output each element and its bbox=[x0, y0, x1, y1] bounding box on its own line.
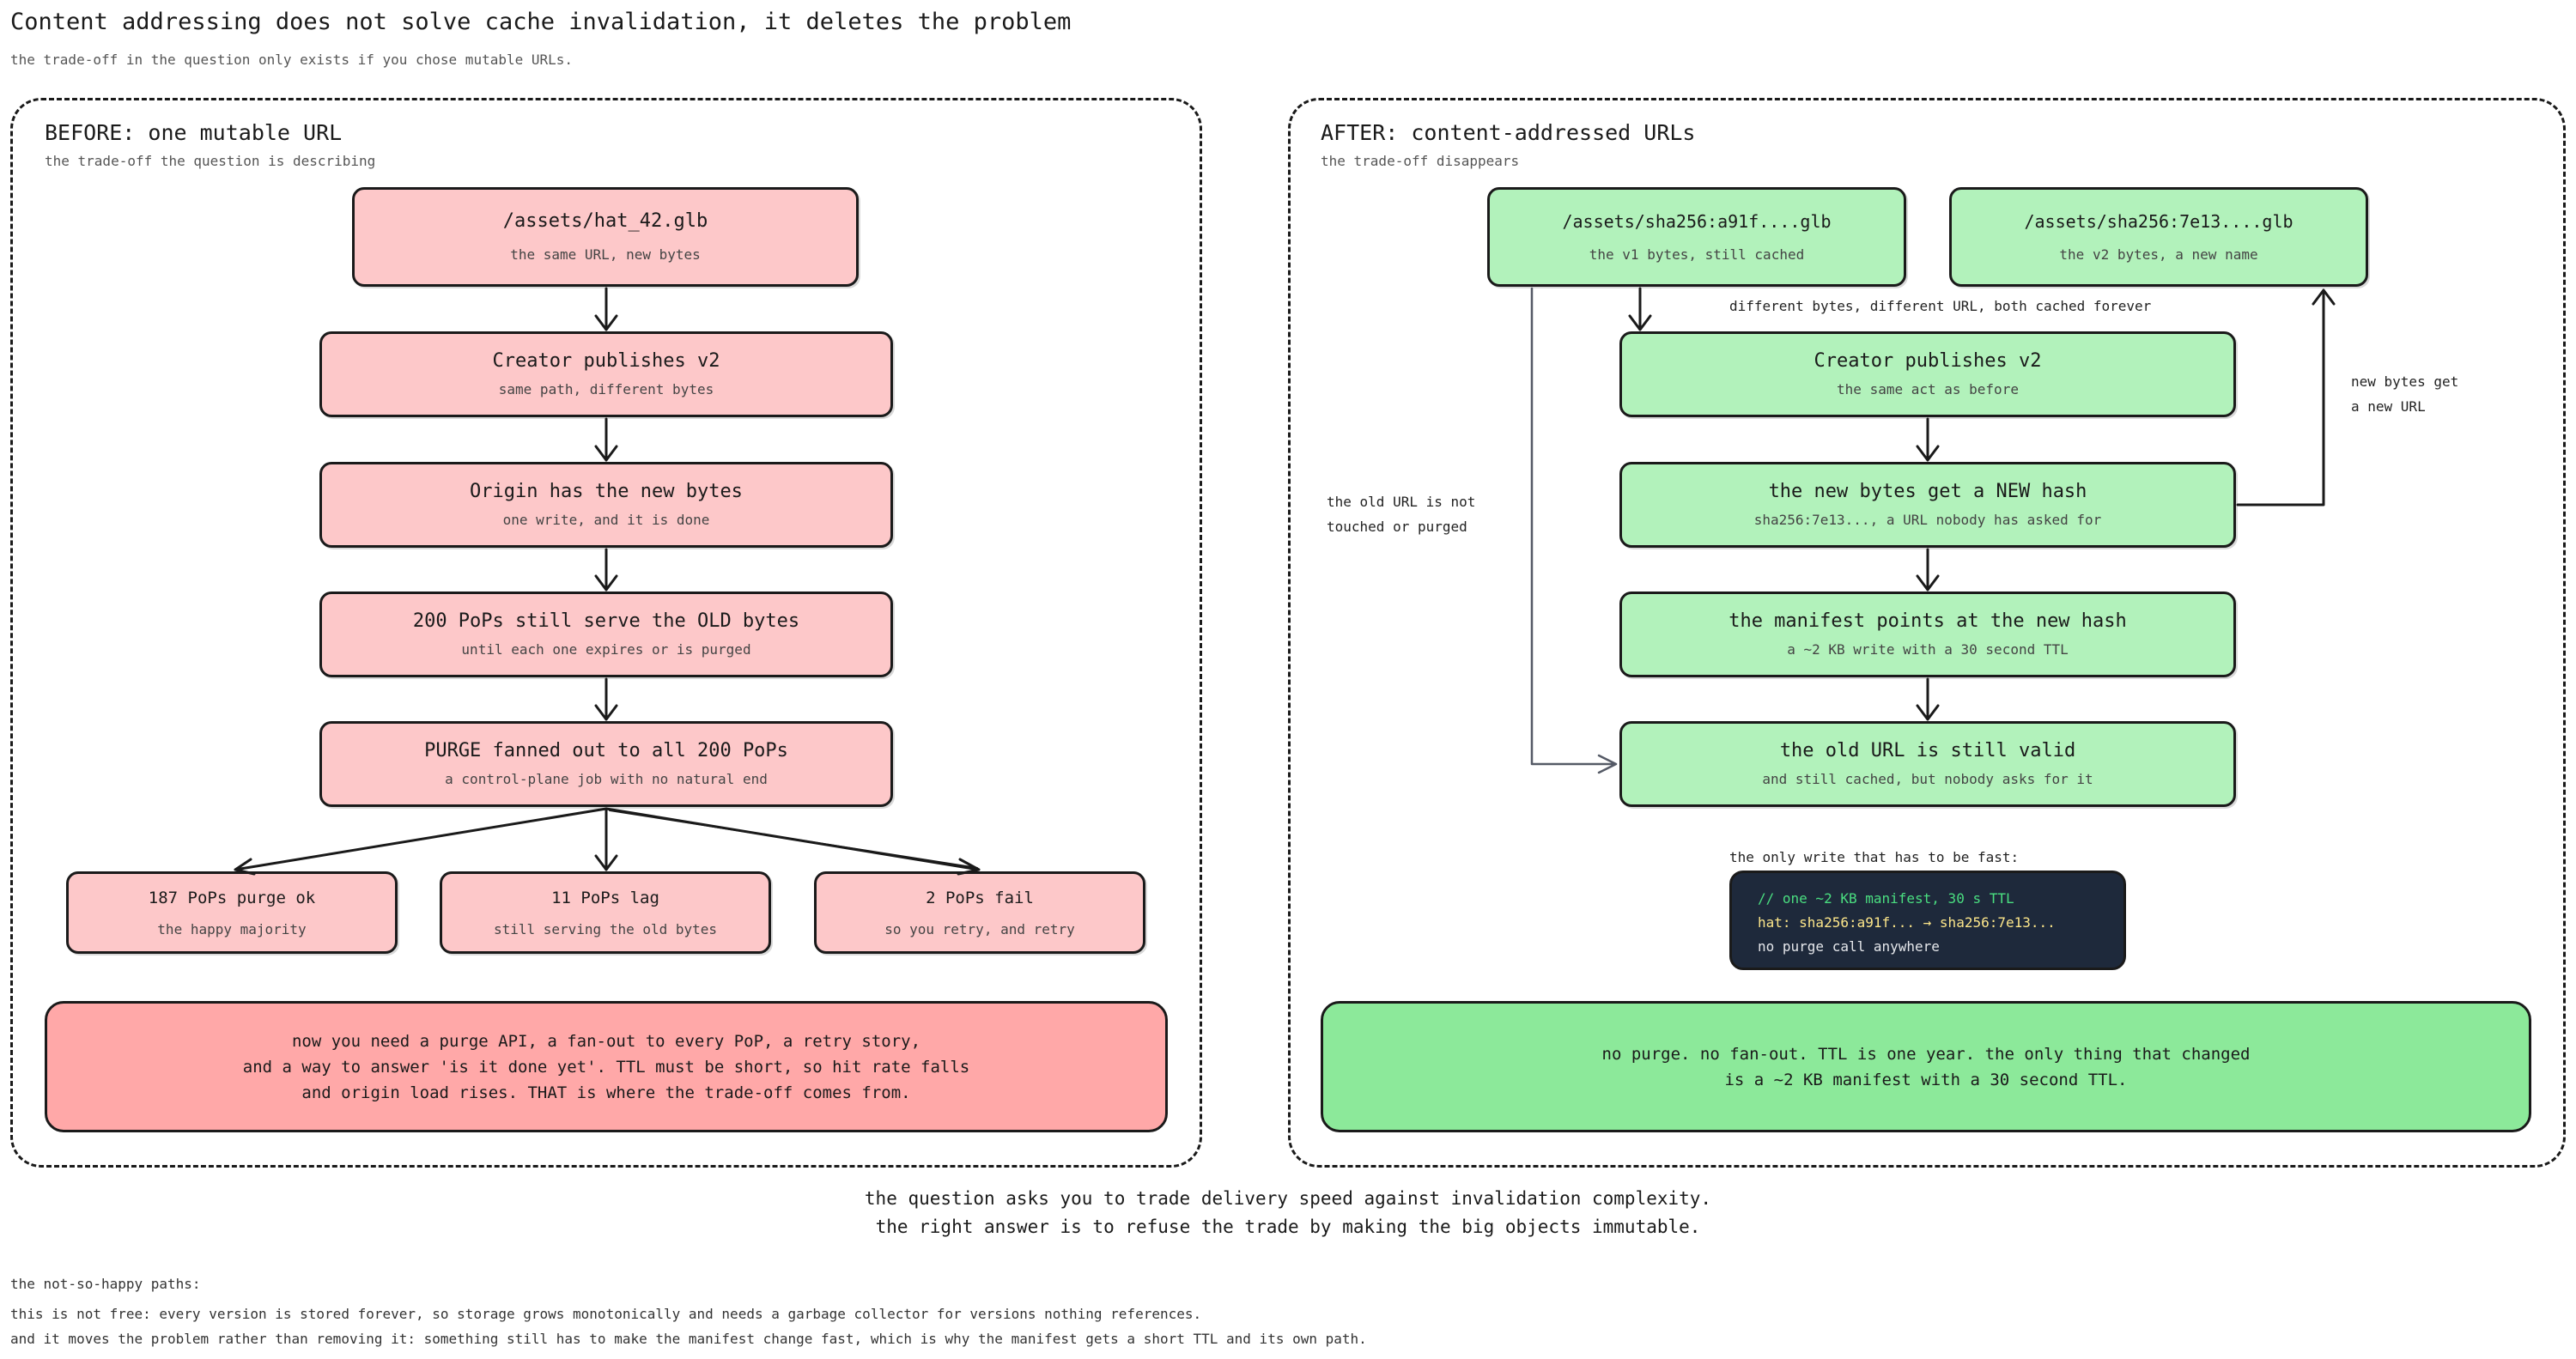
page-subtitle: the trade-off in the question only exist… bbox=[10, 52, 574, 68]
before-outcome-sub: so you retry, and retry bbox=[884, 921, 1075, 937]
before-step-origin: Origin has the new bytes one write, and … bbox=[319, 462, 893, 548]
after-step-sub: a ~2 KB write with a 30 second TTL bbox=[1787, 641, 2069, 658]
after-url-v1-sub: the v1 bytes, still cached bbox=[1589, 246, 1805, 263]
arrow-after-hash-to-v2 bbox=[2236, 288, 2336, 507]
after-url-v1-box: /assets/sha256:a91f....glb the v1 bytes,… bbox=[1487, 187, 1906, 287]
bottom-summary: the question asks you to trade delivery … bbox=[864, 1188, 1712, 1237]
after-url-note: different bytes, different URL, both cac… bbox=[1729, 298, 2152, 314]
manifest-code-block: // one ~2 KB manifest, 30 s TTL hat: sha… bbox=[1729, 871, 2126, 970]
code-text-line: no purge call anywhere bbox=[1758, 938, 1940, 955]
after-step-title: the new bytes get a NEW hash bbox=[1768, 481, 2087, 502]
after-url-v2-title: /assets/sha256:7e13....glb bbox=[2024, 211, 2293, 232]
before-panel-title: BEFORE: one mutable URL bbox=[45, 120, 343, 145]
before-step-title: Origin has the new bytes bbox=[470, 481, 743, 502]
before-step-sub: a control-plane job with no natural end bbox=[445, 771, 768, 787]
after-code-label: the only write that has to be fast: bbox=[1729, 849, 2020, 865]
arrow-before-publish-to-origin bbox=[594, 417, 618, 462]
arrow-before-purge-to-lag bbox=[594, 807, 618, 871]
after-step-sub: the same act as before bbox=[1837, 381, 2019, 397]
arrow-before-pops-to-purge bbox=[594, 677, 618, 721]
code-mapping-line: hat: sha256:a91f... → sha256:7e13... bbox=[1758, 914, 2056, 931]
after-step-publish: Creator publishes v2 the same act as bef… bbox=[1619, 331, 2236, 417]
arrow-after-v1-to-old-url bbox=[1530, 287, 1618, 774]
arrow-before-purge-to-ok bbox=[234, 807, 608, 876]
before-step-sub: same path, different bytes bbox=[498, 381, 714, 397]
arrow-before-origin-to-pops bbox=[594, 548, 618, 592]
before-outcome-sub: still serving the old bytes bbox=[493, 921, 718, 937]
page-title: Content addressing does not solve cache … bbox=[10, 9, 1072, 35]
before-panel-subtitle: the trade-off the question is describing bbox=[45, 153, 376, 169]
after-panel-subtitle: the trade-off disappears bbox=[1321, 153, 1520, 169]
before-step-title: 200 PoPs still serve the OLD bytes bbox=[412, 610, 800, 632]
before-step-sub: one write, and it is done bbox=[502, 512, 710, 528]
arrow-after-hash-to-manifest bbox=[1916, 548, 1940, 592]
arrow-after-v1-to-publish bbox=[1628, 287, 1652, 331]
before-panel bbox=[10, 98, 1202, 1168]
after-step-new-hash: the new bytes get a NEW hash sha256:7e13… bbox=[1619, 462, 2236, 548]
after-panel bbox=[1288, 98, 2566, 1168]
after-step-title: Creator publishes v2 bbox=[1814, 350, 2042, 372]
before-conclusion: now you need a purge API, a fan-out to e… bbox=[45, 1001, 1168, 1132]
after-step-old-url-valid: the old URL is still valid and still cac… bbox=[1619, 721, 2236, 807]
before-step-purge: PURGE fanned out to all 200 PoPs a contr… bbox=[319, 721, 893, 807]
before-outcome-sub: the happy majority bbox=[157, 921, 307, 937]
footer-line: and it moves the problem rather than rem… bbox=[10, 1331, 1367, 1347]
after-conclusion: no purge. no fan-out. TTL is one year. t… bbox=[1321, 1001, 2531, 1132]
arrow-after-publish-to-hash bbox=[1916, 417, 1940, 462]
before-url-box: /assets/hat_42.glb the same URL, new byt… bbox=[352, 187, 859, 287]
after-url-v2-box: /assets/sha256:7e13....glb the v2 bytes,… bbox=[1949, 187, 2368, 287]
code-comment-line: // one ~2 KB manifest, 30 s TTL bbox=[1758, 890, 2014, 907]
after-step-title: the manifest points at the new hash bbox=[1728, 610, 2127, 632]
before-outcome-lag: 11 PoPs lag still serving the old bytes bbox=[440, 871, 771, 954]
arrow-after-manifest-to-old-url bbox=[1916, 677, 1940, 721]
footer-line: this is not free: every version is store… bbox=[10, 1306, 1202, 1322]
after-step-manifest: the manifest points at the new hash a ~2… bbox=[1619, 592, 2236, 677]
footer-heading: the not-so-happy paths: bbox=[10, 1276, 201, 1292]
before-step-sub: until each one expires or is purged bbox=[461, 641, 751, 658]
after-right-note: new bytes get a new URL bbox=[2351, 373, 2459, 415]
before-url-title: /assets/hat_42.glb bbox=[502, 210, 708, 232]
before-step-publish: Creator publishes v2 same path, differen… bbox=[319, 331, 893, 417]
after-url-v1-title: /assets/sha256:a91f....glb bbox=[1562, 211, 1832, 232]
after-step-sub: sha256:7e13..., a URL nobody has asked f… bbox=[1753, 512, 2102, 528]
before-outcome-title: 11 PoPs lag bbox=[551, 889, 659, 907]
after-step-sub: and still cached, but nobody asks for it bbox=[1762, 771, 2093, 787]
arrow-before-url-to-publish bbox=[594, 287, 618, 331]
before-outcome-title: 2 PoPs fail bbox=[926, 889, 1034, 907]
before-outcome-fail: 2 PoPs fail so you retry, and retry bbox=[814, 871, 1145, 954]
before-outcome-ok: 187 PoPs purge ok the happy majority bbox=[66, 871, 398, 954]
before-url-sub: the same URL, new bytes bbox=[510, 246, 701, 263]
after-panel-title: AFTER: content-addressed URLs bbox=[1321, 120, 1696, 145]
before-step-title: PURGE fanned out to all 200 PoPs bbox=[424, 740, 788, 761]
before-step-title: Creator publishes v2 bbox=[492, 350, 720, 372]
after-left-note: the old URL is not touched or purged bbox=[1327, 494, 1476, 535]
after-step-title: the old URL is still valid bbox=[1779, 740, 2076, 761]
arrow-before-purge-to-fail-sketch bbox=[609, 810, 978, 869]
before-outcome-title: 187 PoPs purge ok bbox=[148, 889, 316, 907]
before-step-pops-stale: 200 PoPs still serve the OLD bytes until… bbox=[319, 592, 893, 677]
after-url-v2-sub: the v2 bytes, a new name bbox=[2059, 246, 2258, 263]
